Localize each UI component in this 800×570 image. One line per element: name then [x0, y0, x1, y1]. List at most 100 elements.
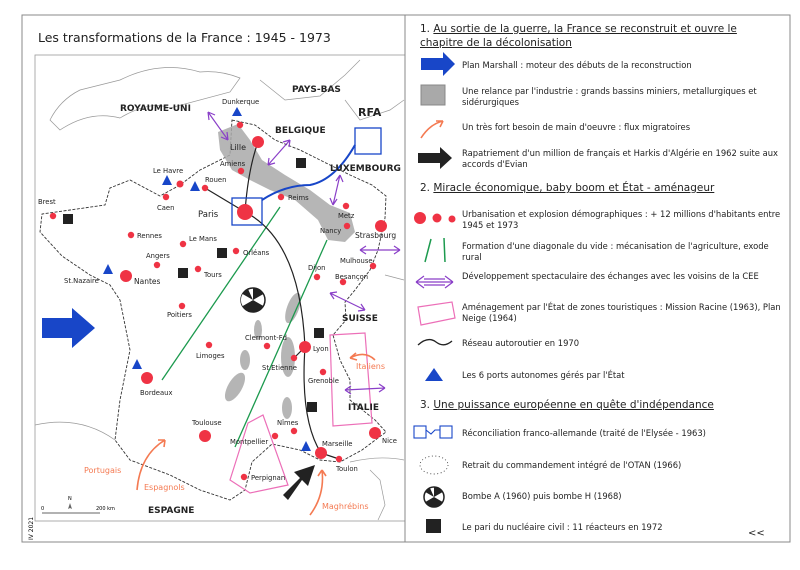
north-arrow: N [68, 496, 72, 502]
reconciliation-link [261, 144, 356, 201]
label-brest: Brest [38, 198, 56, 206]
legend-nuclear: Le pari du nucléaire civil : 11 réacteur… [462, 522, 663, 532]
legend-marshall-arrow-icon [421, 52, 455, 76]
legend-port-triangle-icon [425, 368, 443, 381]
migration-arrows [136, 352, 376, 516]
legend-migration-arrow-icon [420, 120, 444, 139]
label-toulon: Toulon [335, 465, 358, 473]
label-toulouse: Toulouse [191, 419, 222, 427]
label-caen: Caen [157, 204, 174, 212]
legend-repatriation: Rapatriement d'un million de français et… [462, 148, 778, 169]
legend-frame [404, 14, 791, 543]
rfa-square [354, 127, 382, 155]
label-limoges: Limoges [196, 352, 225, 360]
label-reims: Reims [288, 194, 309, 202]
label-perpignan: Perpignan [251, 474, 285, 482]
scale-zero: 0 [41, 506, 44, 512]
legend-tourism: Aménagement par l'État de zones touristi… [462, 302, 781, 323]
section-2-number: 2. [420, 182, 431, 194]
legend-nato-dotted-icon [419, 455, 449, 475]
label-nancy: Nancy [320, 227, 341, 235]
label-le-havre: Le Havre [153, 167, 183, 175]
legend-section-2: 2. Miracle économique, baby boom et État… [420, 182, 714, 194]
exchange-arrows [207, 111, 401, 395]
legend-highway: Réseau autoroutier en 1970 [462, 338, 580, 348]
label-lu: LUXEMBOURG [330, 164, 401, 174]
legend-exchange-arrow-icon [415, 275, 454, 289]
map-title: Les transformations de la France : 1945 … [38, 30, 331, 45]
legend-section-3: 3. Une puissance européenne en quête d'i… [420, 399, 714, 411]
section-3-title: Une puissance européenne en quête d'indé… [433, 399, 714, 411]
label-dijon: Dijon [308, 264, 325, 272]
label-espagnols: Espagnols [144, 483, 185, 492]
label-italiens: Italiens [356, 362, 385, 371]
legend-migration: Un très fort besoin de main d'oeuvre : f… [462, 122, 691, 132]
label-it: ITALIE [348, 403, 379, 413]
label-mulhouse: Mulhouse [340, 257, 373, 265]
label-amiens: Amiens [220, 160, 246, 168]
legend-nato: Retrait du commandement intégré de l'OTA… [462, 460, 682, 470]
label-grenoble: Grenoble [308, 377, 339, 385]
label-nantes: Nantes [134, 277, 161, 286]
tourism-zones [229, 332, 373, 494]
label-nice: Nice [382, 437, 397, 445]
label-uk: ROYAUME-UNI [120, 104, 191, 114]
bomb-icon [240, 287, 266, 313]
label-st-nazaire: St.Nazaire [64, 277, 99, 285]
label-clermont: Clermont-Fd [245, 334, 287, 342]
legend-bomb-icon [423, 486, 445, 508]
label-portugais: Portugais [84, 466, 121, 475]
label-angers: Angers [146, 252, 170, 260]
legend-industry: Une relance par l'industrie : grands bas… [462, 86, 757, 107]
legend-urbanisation: Urbanisation et explosion démographiques… [462, 209, 781, 230]
marshall-arrow [42, 308, 95, 348]
legend-tourism-rect-icon [417, 301, 456, 326]
section-1-number: 1. [420, 23, 431, 35]
scale-max: 200 km [96, 506, 115, 512]
label-tours: Tours [203, 271, 222, 279]
industrial-basins [218, 124, 355, 419]
legend-reconciliation: Réconciliation franco-allemande (traité … [462, 428, 706, 438]
label-maghrebins: Maghrébins [322, 501, 369, 511]
legend-exchanges: Développement spectaculaire des échanges… [462, 271, 759, 281]
legend-city-dots-icon [414, 212, 456, 224]
label-st-etienne: St.Etienne [262, 364, 297, 372]
city-dots [49, 121, 387, 481]
label-nl: PAYS-BAS [292, 85, 341, 95]
label-marseille: Marseille [322, 440, 352, 448]
legend-diagonal-icon [424, 237, 446, 263]
legend-marshall: Plan Marshall : moteur des débuts de la … [462, 60, 692, 70]
section-2-title: Miracle économique, baby boom et État - … [433, 182, 715, 194]
label-le-mans: Le Mans [189, 235, 217, 243]
label-rouen: Rouen [205, 176, 226, 184]
legend-reconciliation-icon [413, 425, 453, 439]
nuclear-reactors [63, 158, 324, 412]
legend-repatriation-arrow-icon [418, 147, 452, 169]
repatriation-arrow [283, 465, 315, 500]
label-nimes: Nîmes [277, 419, 299, 427]
legend-highway-icon [417, 338, 453, 346]
label-ch: SUISSE [342, 314, 378, 324]
france-outline [39, 119, 387, 501]
label-dunkerque: Dunkerque [222, 98, 259, 106]
diagonal-lines [161, 206, 328, 448]
legend-section-1: 1. Au sortie de la guerre, la France se … [420, 22, 780, 50]
legend-bomb: Bombe A (1960) puis bombe H (1968) [462, 491, 622, 501]
legend-ports: Les 6 ports autonomes gérés par l'État [462, 370, 625, 380]
legend-diagonal: Formation d'une diagonale du vide : méca… [462, 241, 769, 262]
label-besancon: Besançon [335, 273, 368, 281]
autonomous-ports [103, 107, 311, 451]
section-3-number: 3. [420, 399, 431, 411]
label-orleans: Orléans [243, 249, 270, 257]
paris-square [231, 197, 263, 226]
label-montpellier: Montpellier [230, 438, 268, 446]
map-inner-frame [34, 54, 406, 522]
label-rennes: Rennes [137, 232, 162, 240]
label-poitiers: Poitiers [167, 311, 192, 319]
label-be: BELGIQUE [275, 126, 326, 136]
corner-mark: << [748, 528, 765, 539]
label-lyon: Lyon [313, 345, 329, 353]
label-bordeaux: Bordeaux [140, 389, 173, 397]
